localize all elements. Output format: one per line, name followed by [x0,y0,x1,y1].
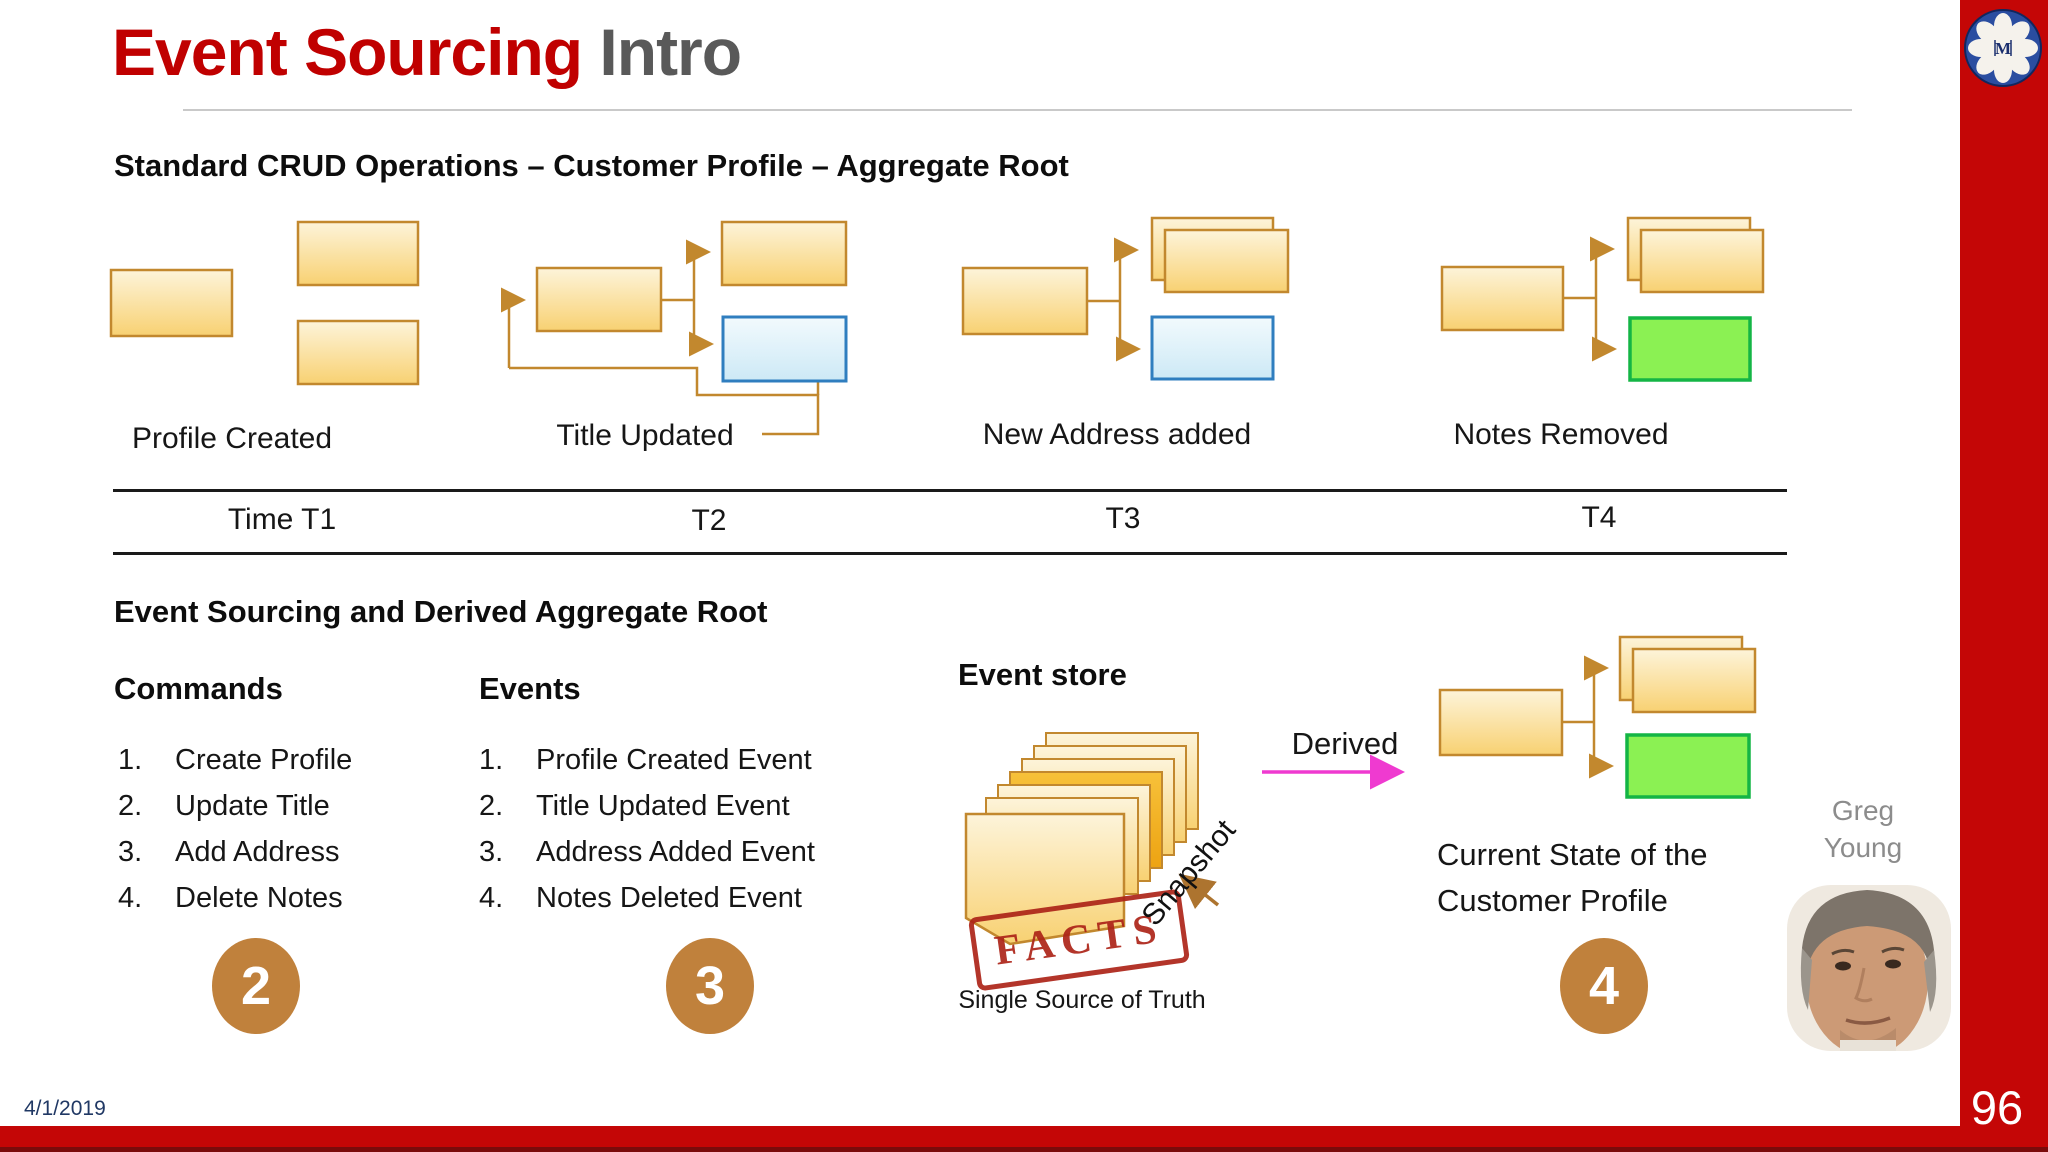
timeline-top-line [113,489,1787,492]
front-fact-card [964,812,1126,946]
stage-label: New Address added [982,418,1252,451]
command-item: Add Address [175,836,340,868]
title-underline [183,109,1852,111]
time-label: T2 [691,504,727,537]
event-item: Profile Created Event [536,744,812,776]
crud-heading: Standard CRUD Operations – Customer Prof… [114,148,1069,183]
step-badge-3: 3 [666,938,754,1034]
list-number: 1. [118,744,143,776]
author-name: Greg Young [1807,792,1919,866]
time-label: T4 [1581,501,1617,534]
greg-young-photo [1787,885,1951,1051]
time-label: T3 [1105,502,1141,535]
stage-label: Profile Created [131,422,333,455]
diagram-current-state [1438,635,1757,799]
author-first-name: Greg [1831,795,1895,826]
aggregate-root-box [109,268,234,338]
events-heading: Events [479,671,581,706]
slide-title: Event Sourcing Intro [112,14,742,90]
event-item: Title Updated Event [536,790,790,822]
slide-date: 4/1/2019 [24,1097,106,1120]
bottom-accent-bar [0,1126,2048,1147]
step-badge-2: 2 [212,938,300,1034]
page-number: 96 [1970,1081,2024,1134]
list-number: 3. [479,836,504,868]
list-number: 3. [118,836,143,868]
derived-label: Derived [1291,726,1399,761]
commands-heading: Commands [114,671,283,706]
list-number: 2. [479,790,504,822]
aggregate-root-box [961,266,1089,336]
entity-box [296,220,420,287]
title-rest: Intro [582,15,742,89]
command-item: Delete Notes [175,882,343,914]
diagram-profile-created [109,220,420,386]
current-state-line2: Customer Profile [1437,883,1668,918]
list-number: 4. [118,882,143,914]
aggregate-root-box [535,266,663,333]
diagram-title-updated [501,220,848,436]
snapshot-arrow [1178,873,1220,910]
company-logo: M [1964,9,2042,87]
notes-removed-box [1628,316,1752,382]
event-store-stack [964,732,1199,946]
logo-letter: M [1995,39,2011,58]
entity-box-front [1639,228,1765,294]
step-badge-4: 4 [1560,938,1648,1034]
event-store-heading: Event store [958,657,1127,692]
list-number: 2. [118,790,143,822]
timeline-bottom-line [113,552,1787,555]
connector-lines [501,239,820,436]
current-notes-box [1625,733,1751,799]
entity-box [720,220,848,287]
command-item: Update Title [175,790,330,822]
new-address-box [1150,315,1275,381]
right-accent-bar [1960,0,2048,1152]
connector-lines [1087,237,1141,362]
single-source-caption: Single Source of Truth [958,986,1206,1014]
list-number: 4. [479,882,504,914]
stage-label: Notes Removed [1453,418,1669,451]
time-label: Time T1 [227,503,337,536]
current-state-caption: Current State of the Customer Profile [1437,832,1767,924]
title-accent: Event Sourcing [112,15,583,89]
es-heading: Event Sourcing and Derived Aggregate Roo… [114,594,768,629]
command-item: Create Profile [175,744,353,776]
diagram-new-address-added [961,216,1290,381]
list-number: 1. [479,744,504,776]
connector-lines [1563,236,1617,362]
current-state-line1: Current State of the [1437,837,1708,872]
connector-lines [1562,655,1614,779]
updated-title-box [721,315,848,383]
stage-label: Title Updated [556,419,734,452]
author-last-name: Young [1823,832,1903,863]
event-item: Notes Deleted Event [536,882,802,914]
event-item: Address Added Event [536,836,815,868]
aggregate-root-box [1440,265,1565,332]
entity-box-front [1163,228,1290,294]
entity-box-front [1631,647,1757,714]
entity-box [296,319,420,386]
aggregate-root-box [1438,688,1564,757]
bottom-dark-strip [0,1147,2048,1152]
diagram-notes-removed [1440,216,1765,382]
